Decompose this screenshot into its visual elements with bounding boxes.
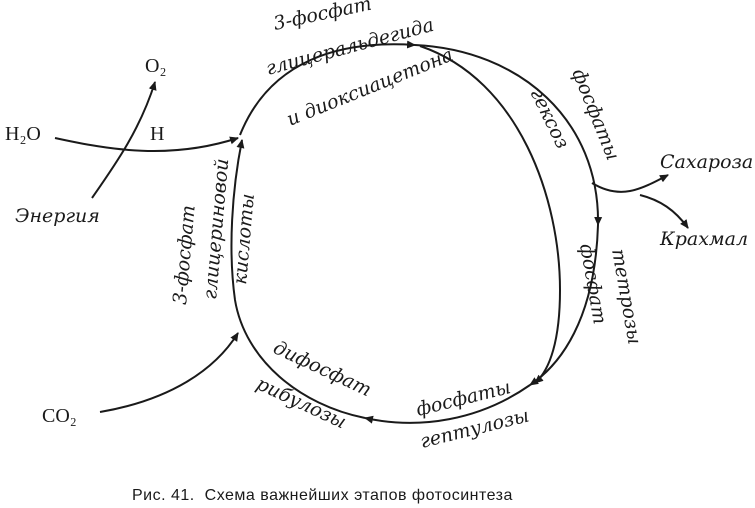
sucrose-arrow: [591, 174, 669, 193]
hexose-label-1: фосфаты: [567, 66, 624, 164]
co2-label: CO₂: [42, 405, 77, 427]
pga-label-2: глицериновой: [199, 158, 233, 301]
hydrogen-label: H: [150, 123, 164, 145]
pga-label-1: 3-фосфат: [169, 204, 200, 305]
g3p-label-1: 3-фосфат: [271, 0, 373, 35]
cycle-arc-right: [414, 44, 603, 226]
starch-label: Крахмал: [659, 228, 748, 250]
tetrose-label-2: тетрозы: [607, 247, 645, 346]
tetrose-label-1: фосфат: [575, 242, 611, 326]
oxygen-label: O₂: [145, 55, 166, 77]
energy-oxygen-arrow: [91, 81, 157, 199]
cycle-arc-bottom: [364, 384, 531, 424]
sucrose-label: Сахароза: [660, 151, 753, 173]
cycle-inner-arc: [419, 45, 562, 384]
energy-label: Энергия: [15, 205, 100, 227]
figure-caption: Рис. 41. Схема важнейших этапов фотосинт…: [132, 487, 513, 504]
water-label: H₂O: [5, 123, 41, 145]
starch-arrow: [639, 194, 689, 229]
cycle-arc-top: [239, 40, 416, 136]
co2-arrow: [99, 332, 239, 413]
water-arrow: [54, 136, 239, 153]
cycle-arc-lower-left: [230, 139, 366, 419]
